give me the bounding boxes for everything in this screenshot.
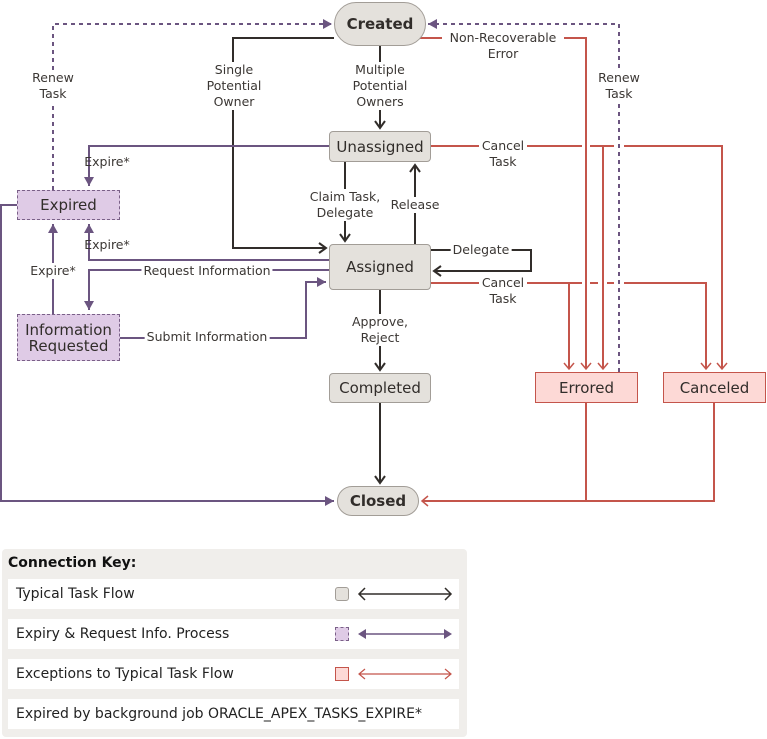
state-errored[interactable]: Errored (535, 372, 638, 403)
exception-flow-connectors (420, 37, 722, 507)
label-approve-reject: Approve, Reject (348, 314, 412, 346)
expiry-swatch-icon (335, 627, 349, 641)
exception-swatch-icon (335, 667, 349, 681)
label-renew-task-left: Renew Task (29, 70, 77, 102)
label-cancel-task-assigned: Cancel Task (479, 275, 527, 307)
renew-task-left (52, 19, 332, 190)
canceled-to-closed (420, 403, 715, 507)
created-to-errored (420, 37, 592, 371)
label-cancel-task-unassigned: Cancel Task (479, 138, 527, 170)
expired-to-closed (0, 204, 334, 506)
state-closed[interactable]: Closed (337, 486, 419, 516)
assigned-to-expired (84, 224, 329, 261)
label-submit-information: Submit Information (144, 329, 270, 345)
state-expired[interactable]: Expired (17, 190, 120, 220)
label-claim-task-delegate: Claim Task, Delegate (306, 189, 384, 221)
connector-layer (0, 19, 767, 507)
label-request-information: Request Information (141, 263, 273, 279)
renew-task-right (428, 19, 620, 372)
typical-double-arrow-icon (357, 587, 453, 601)
legend-row-note: Expired by background job ORACLE_APEX_TA… (8, 699, 459, 729)
label-renew-task-right: Renew Task (595, 70, 643, 102)
legend-row-typical: Typical Task Flow (8, 579, 459, 609)
state-canceled[interactable]: Canceled (663, 372, 766, 403)
label-expire-info-requested: Expire* (28, 263, 78, 279)
expiry-flow-connectors (0, 19, 620, 506)
exception-double-arrow-icon (358, 668, 452, 680)
label-release: Release (388, 197, 442, 213)
legend-row-expiry: Expiry & Request Info. Process (8, 619, 459, 649)
legend-label: Exceptions to Typical Task Flow (16, 666, 234, 682)
state-unassigned[interactable]: Unassigned (329, 131, 431, 162)
connection-key: Connection Key: Typical Task Flow Expiry… (2, 549, 467, 737)
label-delegate: Delegate (450, 242, 512, 258)
typical-swatch-icon (335, 587, 349, 601)
unassigned-to-expired (84, 145, 329, 186)
legend-label: Typical Task Flow (16, 586, 135, 602)
connection-key-title: Connection Key: (8, 555, 137, 571)
label-expire-unassigned: Expire* (84, 154, 130, 169)
label-expire-assigned: Expire* (84, 237, 130, 252)
legend-row-exception: Exceptions to Typical Task Flow (8, 659, 459, 689)
state-created[interactable]: Created (334, 2, 426, 46)
expiry-double-arrow-icon (358, 629, 452, 639)
created-to-assigned-single-owner (232, 37, 334, 254)
label-multiple-potential-owners: Multiple Potential Owners (348, 62, 412, 110)
state-completed[interactable]: Completed (329, 373, 431, 403)
state-information-requested[interactable]: Information Requested (17, 314, 120, 361)
legend-label: Expiry & Request Info. Process (16, 626, 230, 642)
legend-note: Expired by background job ORACLE_APEX_TA… (16, 706, 422, 722)
state-assigned[interactable]: Assigned (329, 244, 431, 290)
label-non-recoverable-error: Non-Recoverable Error (442, 30, 564, 62)
label-single-potential-owner: Single Potential Owner (203, 62, 265, 110)
